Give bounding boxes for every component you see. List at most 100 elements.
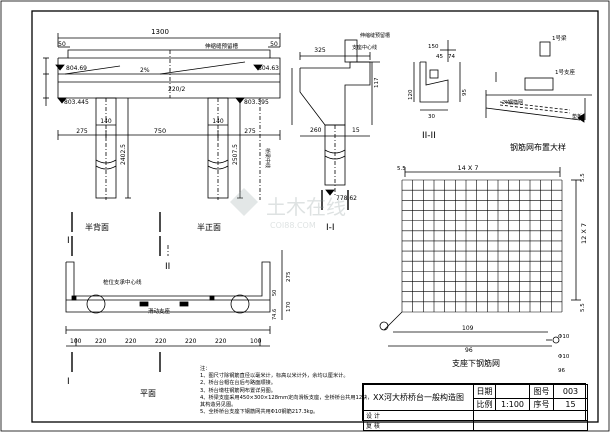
label-joint-groove: 伸缩缝预留槽 bbox=[205, 42, 239, 50]
dim-2507-5: 2507.5 bbox=[232, 144, 239, 165]
dim-30: 30 bbox=[428, 114, 435, 120]
seq-value: 15 bbox=[553, 398, 588, 411]
label-bearing-center: 支座中心线 bbox=[352, 44, 377, 51]
note-line-2: 2、桥台台帽在台后与路面顺接。 bbox=[200, 380, 276, 387]
dim-150: 150 bbox=[428, 44, 439, 50]
dim-260: 260 bbox=[310, 127, 322, 134]
dim-total-width: 1300 bbox=[151, 28, 169, 36]
date-label: 日期 bbox=[473, 384, 496, 399]
note-line-1: 1、图尺寸除钢筋直径以毫米计，标高以米计外，余均以厘米计。 bbox=[200, 373, 349, 380]
checker-value bbox=[473, 420, 588, 431]
dim-220-2: 220/2 bbox=[168, 86, 185, 93]
mesh-dim-5-5-bottom: 5.5 bbox=[580, 303, 586, 312]
watermark-sub: COI88.COM bbox=[270, 221, 316, 230]
elevation-view bbox=[43, 33, 281, 232]
mesh-dim-14x7: 14 X 7 bbox=[458, 164, 479, 172]
mesh-dim-109: 109 bbox=[462, 325, 474, 332]
title-plan: 平面 bbox=[140, 389, 156, 398]
dim-325: 325 bbox=[314, 47, 326, 54]
mesh-dim-96: 96 bbox=[465, 347, 473, 354]
plan-dim-3: 220 bbox=[155, 338, 167, 345]
rebar-detail bbox=[485, 41, 592, 123]
title-section-I-I: I-I bbox=[326, 223, 335, 233]
dim-750: 750 bbox=[154, 127, 166, 135]
mesh-phi10-a: Φ10 bbox=[558, 334, 570, 340]
elev-804-69: 804.69 bbox=[66, 65, 87, 72]
elev-803-445: 803.445 bbox=[64, 99, 89, 106]
drawing-title: XX河大桥桥台一般构造图 bbox=[363, 384, 474, 411]
plan-dim-6: 100 bbox=[250, 338, 262, 345]
label-bearing-1: 1号支座 bbox=[555, 68, 575, 76]
title-rebar-detail: 钢筋网布置大样 bbox=[510, 142, 566, 152]
title-block: XX河大桥桥台一般构造图 日期 图号 003 比例 1:100 序号 15 设 … bbox=[362, 383, 588, 431]
dim-275-right: 275 bbox=[244, 128, 256, 135]
note-line-5: 其构造另见图。 bbox=[200, 402, 237, 409]
title-half-back: 半背面 bbox=[85, 222, 109, 232]
slope-detail: 2% bbox=[502, 100, 510, 106]
plan-dim-2: 220 bbox=[125, 338, 137, 345]
bearing-mesh-grid bbox=[401, 179, 563, 313]
note-line-4: 4、桥梁支座采用450×300×128mm定向滑板支座，全桥桥台共用12块， bbox=[200, 394, 373, 401]
elev-804-63: 804.63 bbox=[258, 65, 279, 72]
scale-value: 1:100 bbox=[495, 398, 530, 411]
watermark: 土木在线 COI88.COM bbox=[230, 188, 346, 230]
watermark-text: 土木在线 bbox=[266, 195, 346, 219]
elev-803-395: 803.395 bbox=[244, 99, 269, 106]
mesh-dim-5-5-right: 5.5 bbox=[580, 173, 586, 182]
drawing-no-label: 图号 bbox=[529, 384, 554, 399]
title-section-II-II: II-II bbox=[422, 131, 436, 141]
plan-h-170: 170 bbox=[286, 301, 292, 312]
dim-50-right: 50 bbox=[270, 41, 278, 48]
drawing-no-value: 003 bbox=[553, 384, 588, 399]
date-value bbox=[495, 384, 530, 399]
bearing-mesh-frame bbox=[379, 167, 581, 347]
plan-dim-4: 220 bbox=[185, 338, 197, 345]
title-half-front: 半正面 bbox=[197, 222, 221, 232]
plan-dim-5: 220 bbox=[215, 338, 227, 345]
dim-50-left: 50 bbox=[58, 41, 66, 48]
label-bridge-center: 桥梁中线 bbox=[264, 148, 271, 168]
designer-label: 设 计 bbox=[363, 410, 474, 421]
plan-dim-1: 220 bbox=[95, 338, 107, 345]
dim-117: 117 bbox=[374, 77, 380, 88]
title-bearing-mesh: 支座下钢筋网 bbox=[452, 358, 500, 368]
mesh-phi10-b: Φ10 bbox=[558, 354, 570, 360]
cut-mark-I-bottom: I bbox=[67, 377, 70, 387]
watermark-logo-icon bbox=[230, 188, 258, 216]
plan-h-50: 50 bbox=[272, 290, 278, 296]
dim-140-right: 140 bbox=[212, 118, 224, 125]
notes-header: 注： bbox=[200, 366, 211, 372]
label-beam-1: 1号梁 bbox=[552, 34, 567, 42]
plan-dim-0: 100 bbox=[70, 338, 82, 345]
designer-value bbox=[473, 410, 588, 421]
mesh-dim-12x7: 12 X 7 bbox=[580, 223, 588, 244]
dim-95: 95 bbox=[462, 89, 468, 96]
section-II-II bbox=[413, 40, 461, 111]
cut-mark-I-top: I bbox=[67, 236, 70, 246]
section-I-I bbox=[291, 39, 380, 210]
elev-778-62: 778.62 bbox=[336, 195, 357, 202]
notes-block: 注： 1、图尺寸除钢筋直径以毫米计，标高以米计外，余均以厘米计。 2、桥台台帽在… bbox=[200, 366, 373, 416]
label-pad: 垫板 bbox=[572, 113, 582, 120]
dim-74: 74 bbox=[448, 54, 455, 60]
seq-label: 序号 bbox=[529, 398, 554, 411]
dim-2402-5: 2402.5 bbox=[120, 144, 127, 165]
note-line-3: 3、桥台墩柱钢筋网布置详另图。 bbox=[200, 387, 276, 394]
slope-label: 2% bbox=[140, 67, 150, 74]
plan-view bbox=[65, 236, 283, 372]
dim-275-left: 275 bbox=[76, 128, 88, 135]
inner-border bbox=[31, 10, 599, 423]
label-rebar-mesh: 钢筋网 bbox=[508, 99, 523, 106]
plan-h-74-6: 74.6 bbox=[272, 309, 278, 320]
dim-15: 15 bbox=[352, 127, 360, 134]
scale-label: 比例 bbox=[473, 398, 496, 411]
dim-45: 45 bbox=[436, 54, 443, 60]
plan-h-275: 275 bbox=[286, 271, 292, 282]
label-joint-groove-2: 伸缩缝预留槽 bbox=[360, 32, 390, 39]
mesh-dim-5-5-left: 5.5 bbox=[397, 166, 406, 172]
cut-mark-II-plan: II bbox=[165, 262, 170, 272]
plan-dim-row: 100 220 220 220 220 220 100 bbox=[70, 338, 262, 345]
